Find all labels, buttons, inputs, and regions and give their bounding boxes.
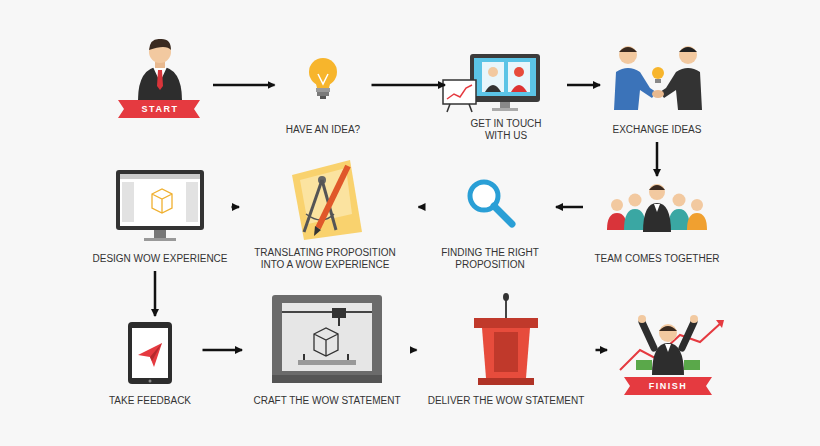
3d-printer [272, 295, 382, 383]
idea-bulb [309, 58, 337, 99]
flow-arrow [556, 206, 583, 209]
step-caption: EXCHANGE IDEAS [613, 124, 702, 136]
magnifier [470, 182, 512, 224]
step-caption: HAVE AN IDEA? [286, 124, 360, 136]
feedback-tablet [128, 322, 172, 384]
finish-celebration [620, 315, 724, 395]
flow-arrow [154, 271, 157, 316]
contact-monitor [443, 54, 540, 112]
team-people [607, 184, 707, 232]
step-node: DELIVER THE WOW STATEMENT [425, 294, 588, 409]
step-node: EXCHANGE IDEAS [608, 40, 706, 138]
step-node: HAVE AN IDEA? [283, 56, 364, 138]
banner-label: FINISH [649, 380, 688, 392]
step-caption: DESIGN WOW EXPERIENCE [92, 253, 227, 265]
flow-arrow [372, 84, 446, 87]
banner-node: FINISH [615, 314, 721, 394]
flow-arrow [213, 84, 275, 87]
start-person [118, 39, 200, 118]
flow-arrow [203, 349, 243, 352]
flow-arrow [412, 349, 417, 352]
flow-arrow [596, 349, 608, 352]
step-node: GET IN TOUCH WITH US [453, 52, 559, 144]
step-caption: DELIVER THE WOW STATEMENT [428, 395, 585, 407]
banner-node: START [115, 38, 205, 117]
step-node: FINDING THE RIGHT PROPOSITION [432, 178, 548, 273]
flow-arrow [232, 206, 240, 209]
step-caption: TEAM COMES TOGETHER [594, 253, 719, 265]
step-node: TEAM COMES TOGETHER [591, 180, 723, 267]
design-monitor [116, 170, 204, 241]
step-node: TRANSLATING PROPOSITION INTO A WOW EXPER… [240, 158, 411, 273]
step-caption: CRAFT THE WOW STATEMENT [253, 395, 400, 407]
step-caption: FINDING THE RIGHT PROPOSITION [435, 247, 545, 271]
step-caption: GET IN TOUCH WITH US [464, 118, 548, 142]
banner-label: START [142, 103, 179, 115]
podium [474, 293, 538, 385]
handshake-people [614, 46, 702, 110]
step-node: CRAFT THE WOW STATEMENT [250, 293, 404, 409]
flow-arrow [419, 206, 425, 209]
flow-arrow [567, 84, 600, 87]
step-node: TAKE FEEDBACK [106, 320, 195, 409]
step-caption: TRANSLATING PROPOSITION INTO A WOW EXPER… [243, 247, 408, 271]
flow-arrow [656, 142, 659, 176]
step-node: DESIGN WOW EXPERIENCE [89, 168, 231, 267]
step-caption: TAKE FEEDBACK [109, 395, 191, 407]
drafting-tools [292, 160, 362, 240]
